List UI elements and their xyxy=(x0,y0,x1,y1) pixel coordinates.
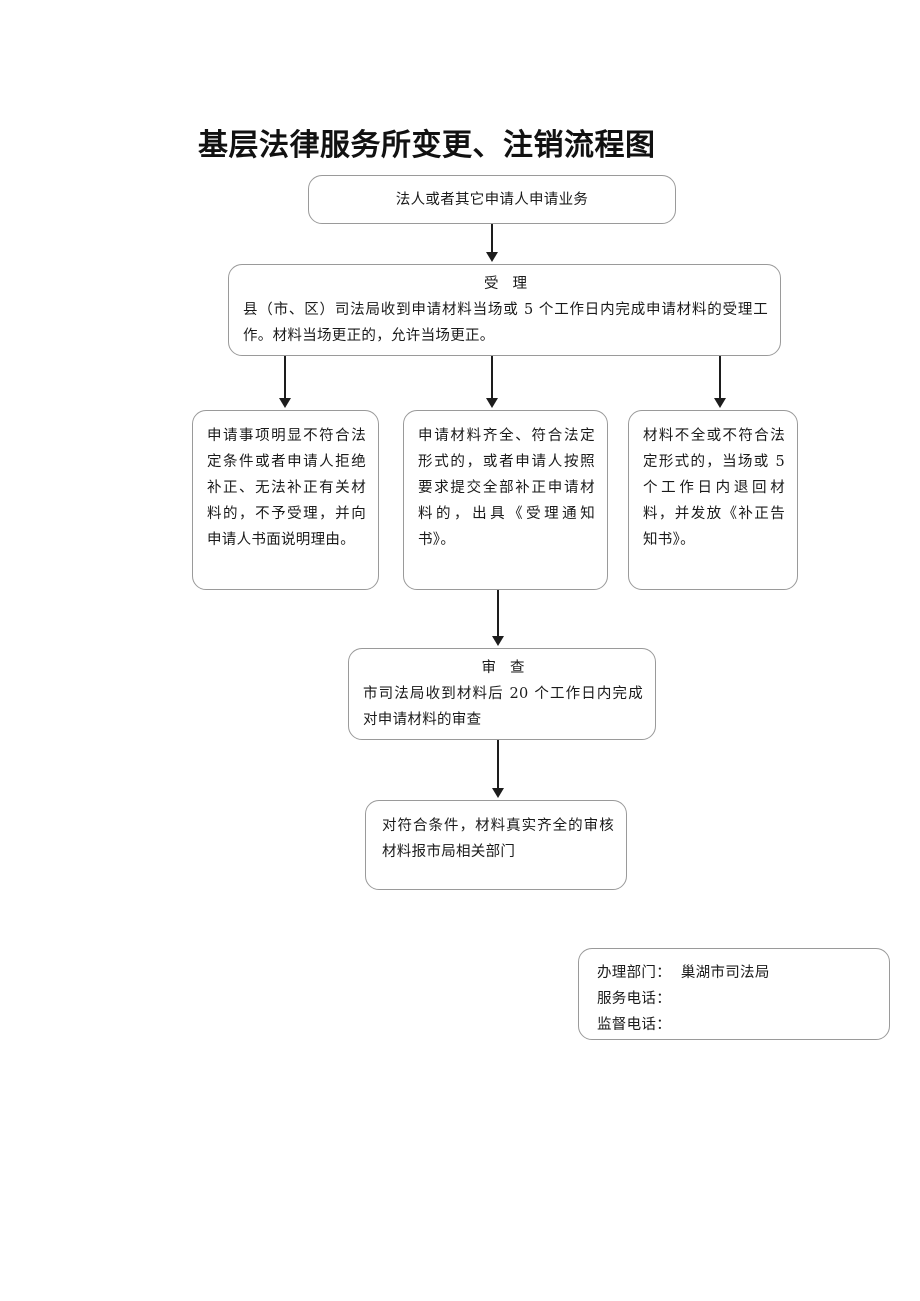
arrowhead-accept-to-qualified xyxy=(486,398,498,408)
node-examination-text: 市司法局收到材料后 20 个工作日内完成对申请材料的审查 xyxy=(363,686,643,728)
arrowhead-accept-to-reject xyxy=(279,398,291,408)
connector-accept-to-incomplete xyxy=(719,356,721,402)
node-acceptance-inner: 受理 县（市、区）司法局收到申请材料当场或 5 个工作日内完成申请材料的受理工作… xyxy=(229,265,780,355)
arrowhead-qualified-to-review xyxy=(492,636,504,646)
connector-qualified-to-review xyxy=(497,590,499,640)
contact-info-box: 办理部门： 巢湖市司法局 服务电话： 监督电话： xyxy=(578,948,890,1040)
node-applicant-submit-inner: 法人或者其它申请人申请业务 xyxy=(309,176,675,223)
node-not-accepted-text: 申请事项明显不符合法定条件或者申请人拒绝补正、无法补正有关材料的，不予受理，并向… xyxy=(207,428,366,548)
arrowhead-apply-to-accept xyxy=(486,252,498,262)
connector-review-to-report xyxy=(497,740,499,792)
node-materials-complete: 申请材料齐全、符合法定形式的，或者申请人按照要求提交全部补正申请材料的，出具《受… xyxy=(403,410,608,590)
node-materials-incomplete: 材料不全或不符合法定形式的，当场或 5 个工作日内退回材料，并发放《补正告知书》… xyxy=(628,410,798,590)
node-acceptance-text: 县（市、区）司法局收到申请材料当场或 5 个工作日内完成申请材料的受理工作。材料… xyxy=(243,302,768,344)
node-report-to-bureau-text: 对符合条件，材料真实齐全的审核材料报市局相关部门 xyxy=(382,818,614,860)
node-materials-incomplete-text: 材料不全或不符合法定形式的，当场或 5 个工作日内退回材料，并发放《补正告知书》… xyxy=(643,428,785,548)
contact-supervision-phone: 监督电话： xyxy=(597,1017,671,1033)
node-materials-complete-inner: 申请材料齐全、符合法定形式的，或者申请人按照要求提交全部补正申请材料的，出具《受… xyxy=(404,411,607,559)
node-not-accepted-inner: 申请事项明显不符合法定条件或者申请人拒绝补正、无法补正有关材料的，不予受理，并向… xyxy=(193,411,378,559)
node-acceptance: 受理 县（市、区）司法局收到申请材料当场或 5 个工作日内完成申请材料的受理工作… xyxy=(228,264,781,356)
node-examination-heading: 审查 xyxy=(481,660,539,676)
connector-accept-to-reject xyxy=(284,356,286,402)
arrowhead-accept-to-incomplete xyxy=(714,398,726,408)
contact-info-inner: 办理部门： 巢湖市司法局 服务电话： 监督电话： xyxy=(579,949,889,1044)
node-not-accepted: 申请事项明显不符合法定条件或者申请人拒绝补正、无法补正有关材料的，不予受理，并向… xyxy=(192,410,379,590)
contact-department: 办理部门： 巢湖市司法局 xyxy=(597,965,770,981)
connector-apply-to-accept xyxy=(491,224,493,256)
node-applicant-submit-text: 法人或者其它申请人申请业务 xyxy=(395,191,589,208)
node-materials-complete-text: 申请材料齐全、符合法定形式的，或者申请人按照要求提交全部补正申请材料的，出具《受… xyxy=(418,428,595,548)
connector-accept-to-qualified xyxy=(491,356,493,402)
node-examination-inner: 审查 市司法局收到材料后 20 个工作日内完成对申请材料的审查 xyxy=(349,649,655,739)
node-examination: 审查 市司法局收到材料后 20 个工作日内完成对申请材料的审查 xyxy=(348,648,656,740)
node-materials-incomplete-inner: 材料不全或不符合法定形式的，当场或 5 个工作日内退回材料，并发放《补正告知书》… xyxy=(629,411,797,559)
arrowhead-review-to-report xyxy=(492,788,504,798)
node-report-to-bureau: 对符合条件，材料真实齐全的审核材料报市局相关部门 xyxy=(365,800,627,890)
node-acceptance-heading: 受理 xyxy=(484,276,541,292)
contact-service-phone: 服务电话： xyxy=(597,991,671,1007)
node-applicant-submit: 法人或者其它申请人申请业务 xyxy=(308,175,676,224)
node-report-to-bureau-inner: 对符合条件，材料真实齐全的审核材料报市局相关部门 xyxy=(366,801,626,871)
page-title: 基层法律服务所变更、注销流程图 xyxy=(198,128,656,163)
